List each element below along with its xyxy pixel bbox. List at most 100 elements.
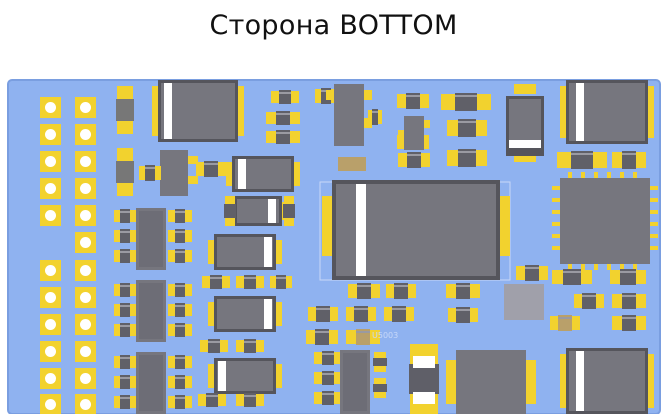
ic-u7-face: [343, 353, 367, 411]
diode-d1-stripe: [164, 83, 172, 139]
qfn-u3-pin: [581, 264, 585, 270]
transistor-q2-pin: [424, 120, 430, 128]
chip-sheen: [145, 167, 155, 169]
chip-sheen: [322, 393, 334, 395]
chip-body: [224, 204, 236, 218]
diode-d9-pad-left: [560, 354, 568, 408]
drill-hole: [80, 129, 91, 140]
diode-d5-stripe: [576, 83, 584, 141]
chip-sheen: [582, 295, 596, 297]
chip-sheen: [175, 325, 185, 327]
sot-u8-body: [504, 284, 544, 320]
ic-u4-face: [139, 211, 163, 267]
drill-hole: [45, 399, 56, 410]
qfn-u3-pin: [568, 172, 572, 178]
chip-body: [175, 249, 185, 263]
qfn-u3-pin: [552, 246, 560, 250]
qfn-u3-pin: [594, 172, 598, 178]
chip-sheen: [622, 295, 636, 297]
chip-sheen: [208, 341, 220, 343]
chip-body: [276, 275, 286, 289]
chip-sheen: [120, 211, 130, 213]
qfn-u3-pin: [607, 264, 611, 270]
chip-body: [145, 165, 155, 181]
cap-c2-mark: [413, 392, 435, 404]
chip-sheen: [210, 277, 222, 279]
chip-sheen: [276, 113, 290, 115]
chip-sheen: [458, 121, 476, 123]
drill-hole: [80, 319, 91, 330]
sot-u2-pin: [326, 90, 334, 100]
inductor-stripe: [356, 184, 366, 276]
diode-d7-face: [217, 299, 273, 329]
ic-u5-face: [139, 283, 163, 339]
chip-sheen: [372, 111, 378, 113]
chip-body: [175, 375, 185, 389]
chip-sheen: [120, 231, 130, 233]
chip-sheen: [622, 153, 636, 155]
drill-hole: [45, 265, 56, 276]
inductor-pad-left: [322, 196, 332, 256]
chip-body: [120, 355, 130, 369]
chip-sheen: [175, 251, 185, 253]
drill-hole: [45, 183, 56, 194]
qfn-u3-pin: [620, 264, 624, 270]
board-label: U5003: [372, 331, 398, 340]
drill-hole: [80, 292, 91, 303]
transistor-q1-pin: [188, 176, 198, 184]
qfn-u3-pin: [650, 198, 658, 202]
chip-sheen: [315, 331, 329, 333]
chip-sheen: [392, 308, 406, 310]
diode-d8-pad-right: [274, 364, 282, 388]
diode-d6-pad-right: [274, 240, 282, 264]
qfn-u3-pin: [552, 210, 560, 214]
chip-body: [458, 119, 476, 137]
cap-c2-mark: [413, 356, 435, 368]
chip-body: [120, 375, 130, 389]
diode-d5-pad-right: [646, 86, 654, 138]
qfn-u3-pin: [633, 264, 637, 270]
chip-sheen: [276, 277, 286, 279]
chip-sheen: [175, 357, 185, 359]
ic-u9-body: [456, 350, 526, 414]
chip-sheen: [120, 377, 130, 379]
chip-sheen: [175, 231, 185, 233]
diode-d1-pad-right: [236, 86, 244, 136]
qfn-u3-pin: [607, 172, 611, 178]
chip-body: [175, 303, 185, 317]
chip-sheen: [244, 277, 256, 279]
chip-sheen: [622, 317, 636, 319]
qfn-u3-pin: [568, 264, 572, 270]
diode-d3-stripe: [268, 199, 276, 223]
qfn-u3-pin: [552, 222, 560, 226]
diode-d7-pad-right: [274, 302, 282, 326]
drill-hole: [45, 373, 56, 384]
diode-d2-pad-left: [226, 162, 234, 186]
chip-body: [458, 149, 476, 167]
chip-sheen: [120, 357, 130, 359]
diode-d9-pad-right: [646, 354, 654, 408]
page-title: Сторона BOTTOM: [209, 10, 458, 41]
chip-sheen: [558, 317, 572, 319]
chip-sheen: [356, 331, 370, 333]
drill-hole: [45, 129, 56, 140]
chip-sheen: [525, 267, 539, 269]
qfn-u3-body: [560, 178, 650, 264]
chip-body: [373, 358, 387, 366]
chip-sheen: [204, 163, 218, 165]
chip-sheen: [175, 397, 185, 399]
chip-body: [175, 355, 185, 369]
diode-d4-pad: [514, 84, 536, 94]
ic-u9-pad: [446, 360, 456, 404]
chip-body: [571, 151, 593, 169]
drill-hole: [45, 346, 56, 357]
chip-sheen: [175, 285, 185, 287]
chip-sheen: [620, 271, 636, 273]
chip-body: [120, 249, 130, 263]
chip-sheen: [458, 151, 476, 153]
drill-hole: [45, 102, 56, 113]
diode-d2-stripe: [238, 159, 246, 189]
diode-d7-pad-left: [208, 302, 216, 326]
diode-d1-pad-left: [152, 86, 160, 136]
transistor-q2-pin: [398, 130, 404, 138]
